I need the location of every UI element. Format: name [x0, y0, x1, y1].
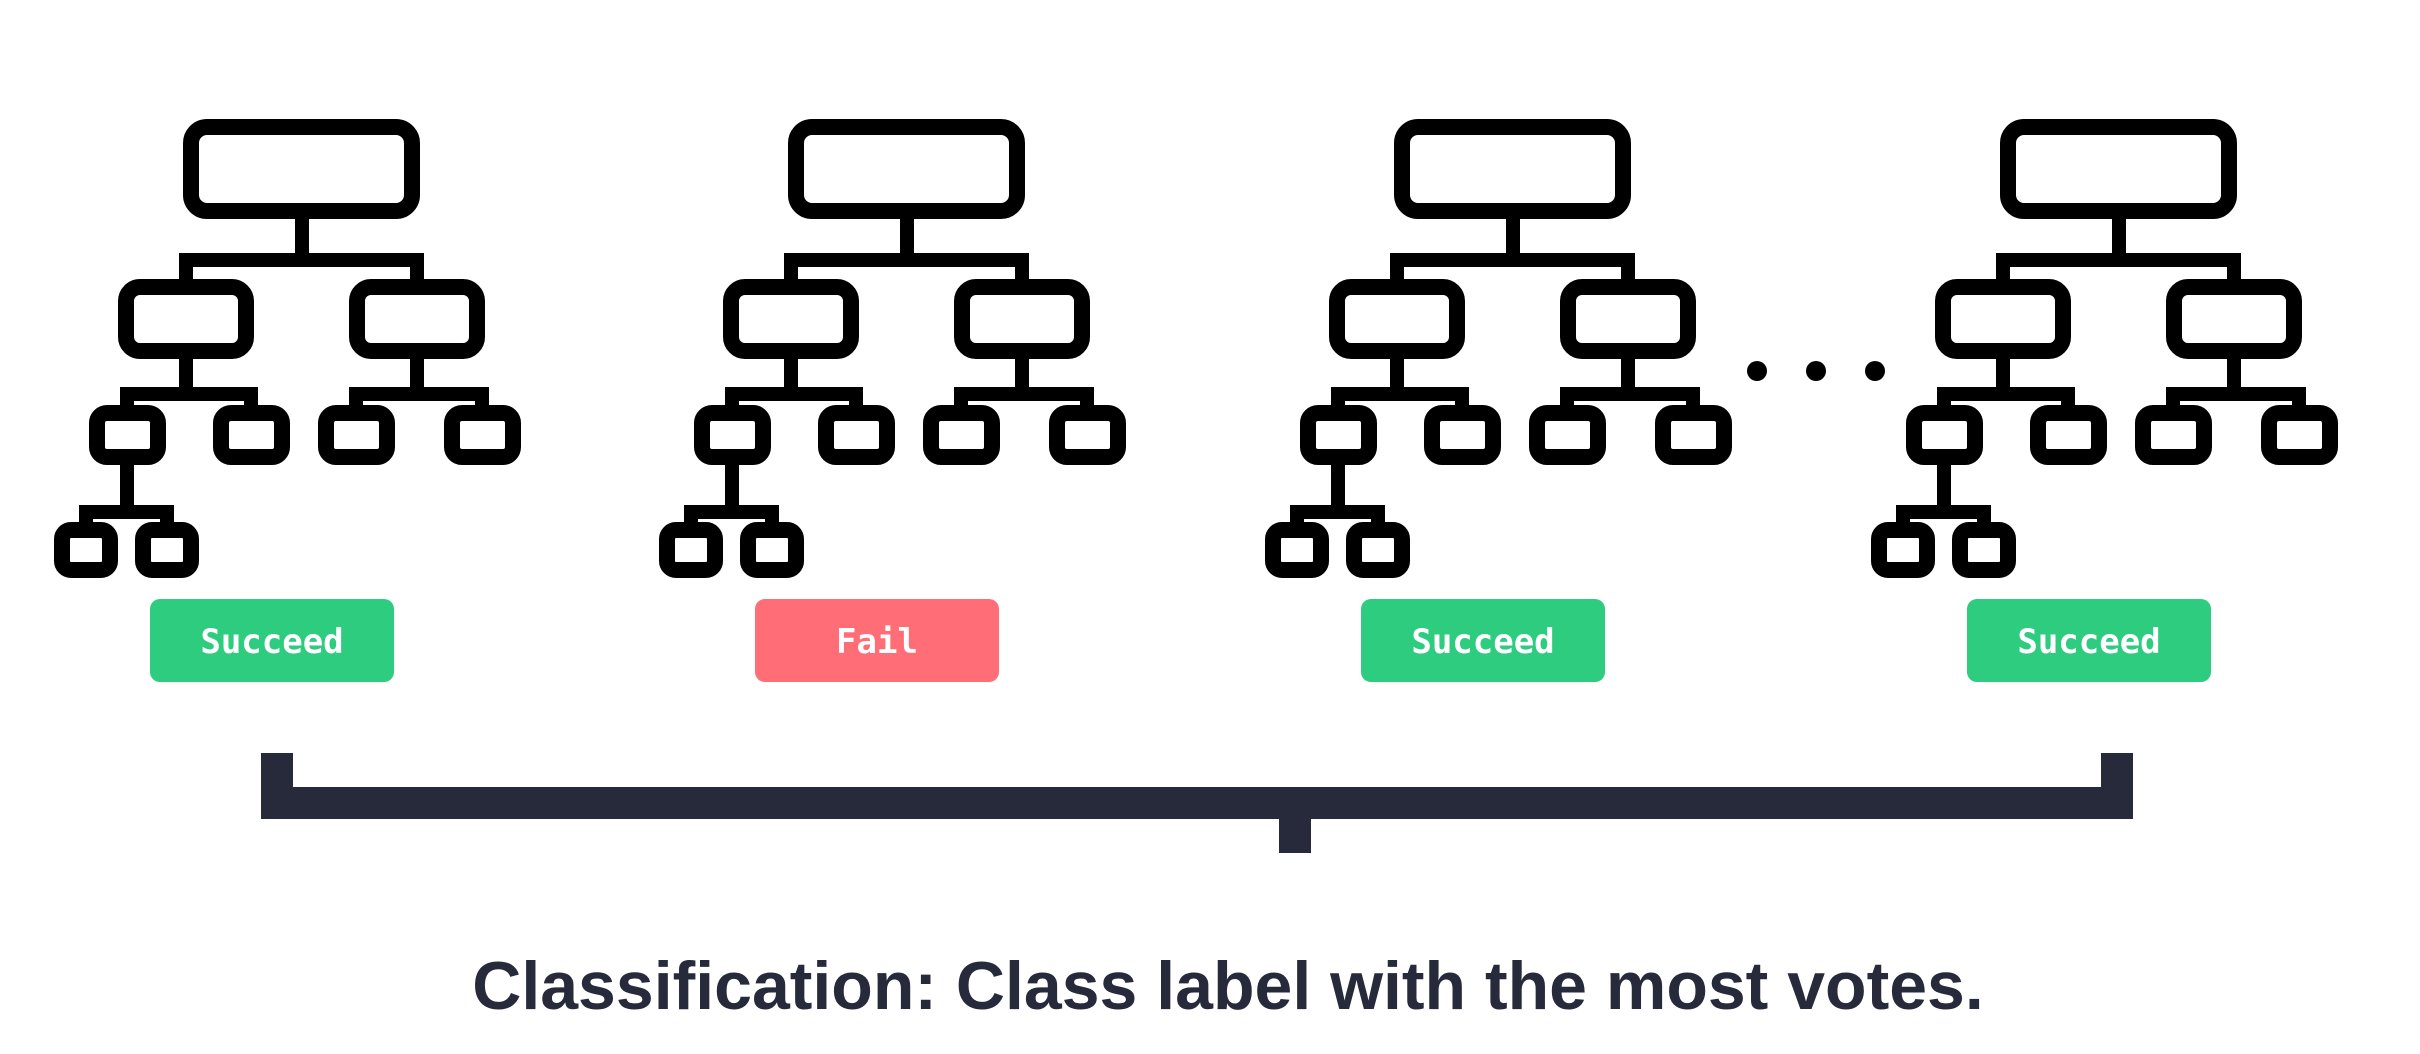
tree-node	[1329, 279, 1465, 359]
tree-node	[723, 279, 859, 359]
caption: Classification: Class label with the mos…	[472, 948, 1984, 1024]
vote-badge-2-bg	[755, 599, 999, 682]
tree-3: Succeed	[1265, 119, 1732, 682]
tree-node	[1560, 279, 1696, 359]
tree-node	[740, 522, 804, 578]
tree-node	[2166, 279, 2302, 359]
tree-node	[183, 119, 420, 219]
decision-tree-icon	[54, 119, 521, 578]
tree-node	[349, 279, 485, 359]
vote-badge-3-label: Succeed	[1411, 622, 1554, 662]
vote-badge-1-bg	[150, 599, 394, 682]
vote-badge-2-label: Fail	[836, 622, 918, 662]
tree-node	[1906, 405, 1983, 465]
tree-node	[1265, 522, 1329, 578]
vote-badge-4-bg	[1967, 599, 2211, 682]
tree-node	[2000, 119, 2237, 219]
tree-node	[1300, 405, 1377, 465]
tree-node	[659, 522, 723, 578]
tree-node	[135, 522, 199, 578]
tree-node	[1424, 405, 1501, 465]
aggregation-bracket-icon	[261, 753, 2133, 853]
tree-node	[788, 119, 1025, 219]
ellipsis-icon	[1747, 361, 1885, 381]
tree-node	[923, 405, 1000, 465]
tree-node	[694, 405, 771, 465]
tree-4: Succeed	[1871, 119, 2338, 682]
tree-2: Fail	[659, 119, 1126, 682]
tree-node	[1655, 405, 1732, 465]
tree-node	[213, 405, 290, 465]
decision-tree-icon	[1871, 119, 2338, 578]
vote-badge-3-bg	[1361, 599, 1605, 682]
tree-node	[954, 279, 1090, 359]
tree-node	[444, 405, 521, 465]
tree-node	[1871, 522, 1935, 578]
tree-node	[54, 522, 118, 578]
tree-node	[1394, 119, 1631, 219]
tree-node	[818, 405, 895, 465]
tree-node	[1952, 522, 2016, 578]
tree-1: Succeed	[54, 119, 521, 682]
vote-badge-1-label: Succeed	[200, 622, 343, 662]
tree-node	[1935, 279, 2071, 359]
decision-tree-icon	[659, 119, 1126, 578]
tree-node	[1529, 405, 1606, 465]
tree-node	[2135, 405, 2212, 465]
tree-node	[89, 405, 166, 465]
tree-node	[1346, 522, 1410, 578]
tree-node	[2030, 405, 2107, 465]
tree-node	[2261, 405, 2338, 465]
tree-node	[118, 279, 254, 359]
vote-badge-4-label: Succeed	[2017, 622, 2160, 662]
tree-node	[318, 405, 395, 465]
decision-tree-icon	[1265, 119, 1732, 578]
tree-node	[1049, 405, 1126, 465]
